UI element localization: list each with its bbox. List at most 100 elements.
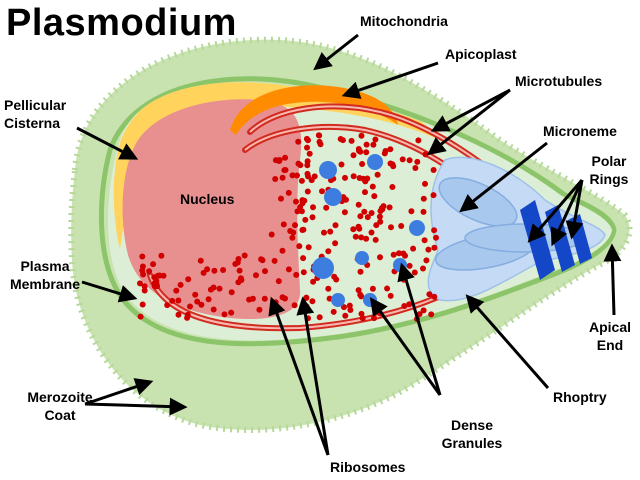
ribosome-dot — [368, 210, 375, 216]
ribosome-dot — [185, 276, 192, 283]
ribosome-dot — [350, 226, 357, 233]
ribosome-dot — [291, 302, 298, 309]
ribosome-dot — [411, 269, 418, 276]
ribosome-dot — [292, 222, 298, 229]
ribosome-dot — [415, 137, 422, 144]
ribosome-dot — [319, 188, 325, 195]
ribosome-dot — [234, 259, 241, 266]
ribosome-dot — [431, 244, 438, 251]
ribosome-dot — [316, 132, 323, 139]
ribosome-dot — [310, 278, 317, 285]
ribosome-dot — [316, 138, 323, 145]
ribosome-dot — [137, 280, 143, 287]
ribosome-dot — [298, 177, 305, 184]
ribosome-dot — [359, 161, 366, 167]
ribosome-dot — [330, 308, 337, 315]
ribosome-dot — [323, 204, 330, 211]
ribosome-dot — [414, 158, 421, 165]
ribosome-dot — [272, 157, 279, 164]
ribosome-dot — [297, 204, 304, 210]
ribosome-dot — [374, 171, 381, 178]
ribosome-dot — [282, 154, 289, 161]
ribosome-dot — [412, 165, 419, 171]
ribosome-dot — [228, 289, 235, 296]
label-apicoplast: Apicoplast — [445, 46, 517, 62]
ribosome-dot — [158, 252, 165, 259]
dense-granule — [367, 154, 383, 170]
ribosome-dot — [420, 307, 427, 314]
label-merozoite-coat: Merozoite Coat — [20, 388, 100, 424]
ribosome-dot — [371, 315, 377, 322]
ribosome-dot — [220, 267, 227, 273]
ribosome-dot — [272, 176, 279, 182]
ribosome-dot — [350, 152, 357, 159]
ribosome-dot — [370, 141, 377, 148]
diagram-title: Plasmodium — [6, 2, 237, 44]
ribosome-dot — [357, 213, 364, 220]
ribosome-dot — [228, 309, 235, 316]
ribosome-dot — [420, 265, 426, 272]
dense-granule — [393, 258, 407, 272]
ribosome-dot — [342, 312, 349, 319]
ribosome-dot — [363, 141, 370, 148]
ribosome-dot — [390, 163, 397, 170]
ribosome-dot — [137, 313, 144, 320]
ribosome-dot — [406, 262, 413, 269]
ribosome-dot — [361, 208, 368, 215]
dense-granule — [331, 293, 345, 307]
ribosome-dot — [430, 167, 437, 173]
ribosome-dot — [389, 184, 396, 190]
ribosome-dot — [146, 268, 153, 275]
ribosome-dot — [141, 287, 148, 294]
ribosome-dot — [340, 194, 347, 201]
ribosome-dot — [431, 293, 438, 300]
ribosome-dot — [268, 231, 275, 238]
ribosome-dot — [376, 213, 383, 220]
ribosome-dot — [302, 216, 309, 223]
ribosome-dot — [377, 218, 384, 225]
dense-granule — [319, 161, 337, 179]
ribosome-dot — [294, 208, 301, 215]
label-dense-line1: Dense — [450, 417, 494, 433]
ribosome-dot — [306, 150, 313, 157]
label-polar-rings-line2: Rings — [589, 171, 629, 187]
dense-granule — [324, 188, 342, 206]
ribosome-dot — [169, 297, 176, 304]
ribosome-dot — [421, 237, 428, 244]
ribosome-dot — [364, 214, 371, 221]
ribosome-dot — [197, 257, 204, 264]
ribosome-dot — [305, 137, 311, 144]
ribosome-dot — [406, 157, 413, 164]
label-mitochondria: Mitochondria — [360, 13, 448, 29]
label-plasma-line1: Plasma — [20, 258, 70, 274]
ribosome-dot — [249, 295, 256, 302]
ribosome-dot — [177, 281, 184, 288]
ribosome-dot — [241, 252, 248, 259]
ribosome-dot — [278, 195, 284, 202]
ribosome-dot — [259, 257, 266, 264]
ribosome-dot — [321, 229, 327, 236]
ribosome-dot — [210, 306, 217, 313]
ribosome-dot — [305, 244, 312, 251]
ribosome-dot — [139, 301, 146, 308]
ribosome-dot — [325, 285, 332, 292]
ribosome-dot — [373, 222, 380, 229]
label-plasma-membrane: Plasma Membrane — [6, 257, 84, 293]
ribosome-dot — [352, 233, 359, 240]
ribosome-dot — [141, 283, 148, 290]
ribosome-dot — [355, 223, 362, 230]
ribosome-dot — [331, 273, 338, 280]
ribosome-dot — [139, 253, 146, 260]
ribosome-dot — [205, 296, 212, 303]
ribosome-dot — [341, 209, 348, 216]
ribosome-dot — [387, 146, 394, 153]
ribosome-dot — [363, 235, 370, 242]
ribosome-dot — [275, 278, 282, 285]
ribosome-dot — [187, 303, 193, 310]
ribosome-dot — [358, 132, 365, 139]
ribosome-dot — [428, 311, 435, 318]
label-rhoptry: Rhoptry — [553, 389, 607, 405]
ribosome-dot — [431, 227, 438, 234]
dense-granule — [409, 220, 425, 236]
